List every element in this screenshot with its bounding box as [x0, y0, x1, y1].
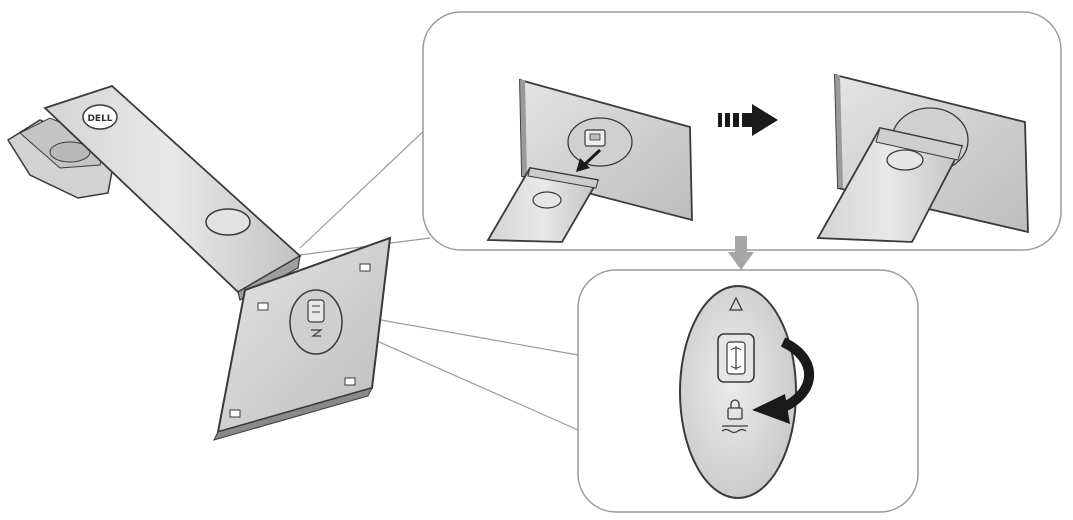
callout-attach-stand [422, 11, 1062, 251]
unlock-icon [728, 296, 744, 311]
arm-hole [205, 208, 251, 236]
stand-base-and-arm: DELL [6, 84, 302, 301]
step-insert-stand [486, 78, 693, 243]
dell-logo: DELL [82, 104, 118, 130]
monitor-back-panel [213, 236, 392, 441]
step-stand-attached [816, 73, 1029, 243]
dell-logo-text: DELL [87, 114, 112, 124]
rotate-arrow-icon [752, 337, 814, 424]
callout-lock-stand [577, 269, 919, 513]
lock-icon [721, 399, 748, 434]
lock-plate [679, 285, 797, 499]
down-arrow-icon [728, 236, 754, 270]
right-arrow-icon [718, 104, 778, 136]
insert-arrow-icon [576, 148, 602, 172]
